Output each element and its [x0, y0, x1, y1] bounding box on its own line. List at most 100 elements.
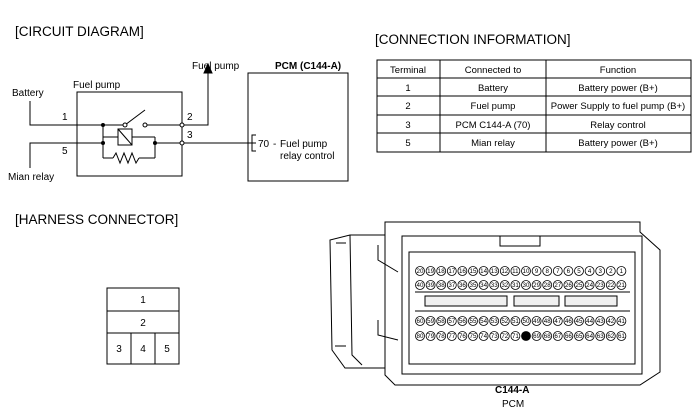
pcm-pin-number: 71 — [512, 333, 519, 340]
pcm-pin-number: 3 — [598, 268, 602, 275]
pcm-pin-70-highlight — [521, 331, 531, 341]
pcm-pin-number: 50 — [523, 318, 530, 325]
pcm-pin — [584, 316, 595, 326]
pcm-connector-sub: PCM — [502, 399, 524, 410]
pcm-pin — [605, 280, 616, 290]
pcm-pin — [563, 280, 574, 290]
pcm-pin — [542, 316, 553, 326]
pcm-pin — [499, 280, 510, 290]
connector-pin: 1 — [140, 295, 146, 306]
pcm-pin — [616, 280, 627, 290]
pcm-pin — [552, 331, 563, 341]
pcm-pin-number: 47 — [554, 318, 561, 325]
pcm-pin-number: 10 — [523, 268, 530, 275]
pcm-pin — [446, 316, 457, 326]
pcm-pin — [425, 316, 436, 326]
pcm-pin — [552, 316, 563, 326]
pcm-pin — [457, 266, 468, 276]
pcm-pin-number: 38 — [438, 282, 445, 289]
pcm-pin-number: 20 — [417, 268, 424, 275]
pcm-pin-number: 12 — [501, 268, 508, 275]
pcm-pin-number: 57 — [448, 318, 455, 325]
pcm-pin-number: 45 — [576, 318, 583, 325]
fuel-pump-arrow — [203, 62, 213, 74]
pcm-pin — [595, 331, 606, 341]
pcm-pin — [552, 280, 563, 290]
pcm-pin-number: 55 — [470, 318, 477, 325]
pcm-pin-number: 14 — [480, 268, 487, 275]
pcm-pin — [531, 316, 542, 326]
table-cell: PCM C144-A (70) — [456, 120, 531, 131]
pcm-pin-number: 6 — [567, 268, 571, 275]
circuit-diagram-title: [CIRCUIT DIAGRAM] — [15, 24, 144, 39]
pcm-pin — [584, 331, 595, 341]
connection-info-title: [CONNECTION INFORMATION] — [375, 32, 571, 47]
pcm-pin — [521, 280, 531, 290]
pcm-pin — [574, 316, 584, 326]
pcm-pin-desc-2: relay control — [280, 151, 334, 162]
pin-3-label: 3 — [187, 130, 193, 141]
pcm-pin — [489, 316, 500, 326]
pcm-pin — [563, 331, 574, 341]
pcm-pin — [425, 280, 436, 290]
table-cell: Battery — [478, 83, 508, 94]
pcm-pin — [521, 316, 531, 326]
pcm-pin-number: 53 — [491, 318, 498, 325]
pcm-pin — [468, 266, 478, 276]
pcm-connector-drawing — [329, 221, 661, 386]
pcm-pin-number: 76 — [459, 333, 466, 340]
pcm-pin — [436, 280, 447, 290]
harness-connector-title: [HARNESS CONNECTOR] — [15, 212, 178, 227]
table-header-connected: Connected to — [465, 65, 522, 76]
pcm-pin-number: 80 — [417, 333, 424, 340]
table-cell: 3 — [405, 120, 410, 131]
table-cell: Battery power (B+) — [578, 83, 657, 94]
pcm-pin — [531, 266, 542, 276]
pcm-pin — [499, 331, 510, 341]
pcm-pin-dash: - — [273, 139, 276, 150]
pcm-pin — [489, 266, 500, 276]
pcm-pin — [489, 280, 500, 290]
pcm-pin-number: 65 — [576, 333, 583, 340]
pcm-pin-number: 28 — [544, 282, 551, 289]
pcm-pin-number: 39 — [427, 282, 434, 289]
pcm-pin — [446, 331, 457, 341]
pin-5-label: 5 — [62, 146, 68, 157]
pcm-pin-number: 66 — [565, 333, 572, 340]
pcm-pin-number: 27 — [554, 282, 561, 289]
circuit-diagram — [29, 62, 349, 182]
pcm-pin — [478, 316, 489, 326]
relay-connector-pins: 1 2 3 4 5 — [116, 295, 170, 355]
pcm-pin — [521, 266, 531, 276]
connector-pin: 4 — [140, 344, 146, 355]
pcm-pin-number: 21 — [618, 282, 625, 289]
connector-pin: 2 — [140, 318, 146, 329]
connection-table-text: Terminal Connected to Function 1 Battery… — [390, 65, 685, 149]
pcm-pin-number: 60 — [417, 318, 424, 325]
pcm-pin-number: 25 — [576, 282, 583, 289]
pcm-pin — [478, 266, 489, 276]
pcm-pin-number: 49 — [533, 318, 540, 325]
pin-2-label: 2 — [187, 112, 193, 123]
pcm-pin — [616, 331, 627, 341]
pcm-pin-number: 19 — [427, 268, 434, 275]
pcm-pin-number: 42 — [607, 318, 614, 325]
pcm-pin — [415, 316, 425, 326]
pcm-pin — [605, 316, 616, 326]
pcm-pin — [415, 331, 425, 341]
pcm-pin — [616, 266, 627, 276]
pcm-pin-number: 33 — [491, 282, 498, 289]
pcm-pin — [478, 280, 489, 290]
pcm-pin-number: 36 — [459, 282, 466, 289]
pcm-pin — [584, 280, 595, 290]
relay-harness-connector — [106, 287, 180, 365]
pcm-pin-number: 78 — [438, 333, 445, 340]
pcm-pin-number: 68 — [544, 333, 551, 340]
pcm-pin-number: 4 — [588, 268, 592, 275]
pcm-pin — [542, 331, 553, 341]
table-cell: Power Supply to fuel pump (B+) — [551, 101, 685, 112]
table-cell: Battery power (B+) — [578, 138, 657, 149]
junctions — [101, 122, 185, 146]
pcm-pin-desc-1: Fuel pump — [280, 139, 328, 150]
